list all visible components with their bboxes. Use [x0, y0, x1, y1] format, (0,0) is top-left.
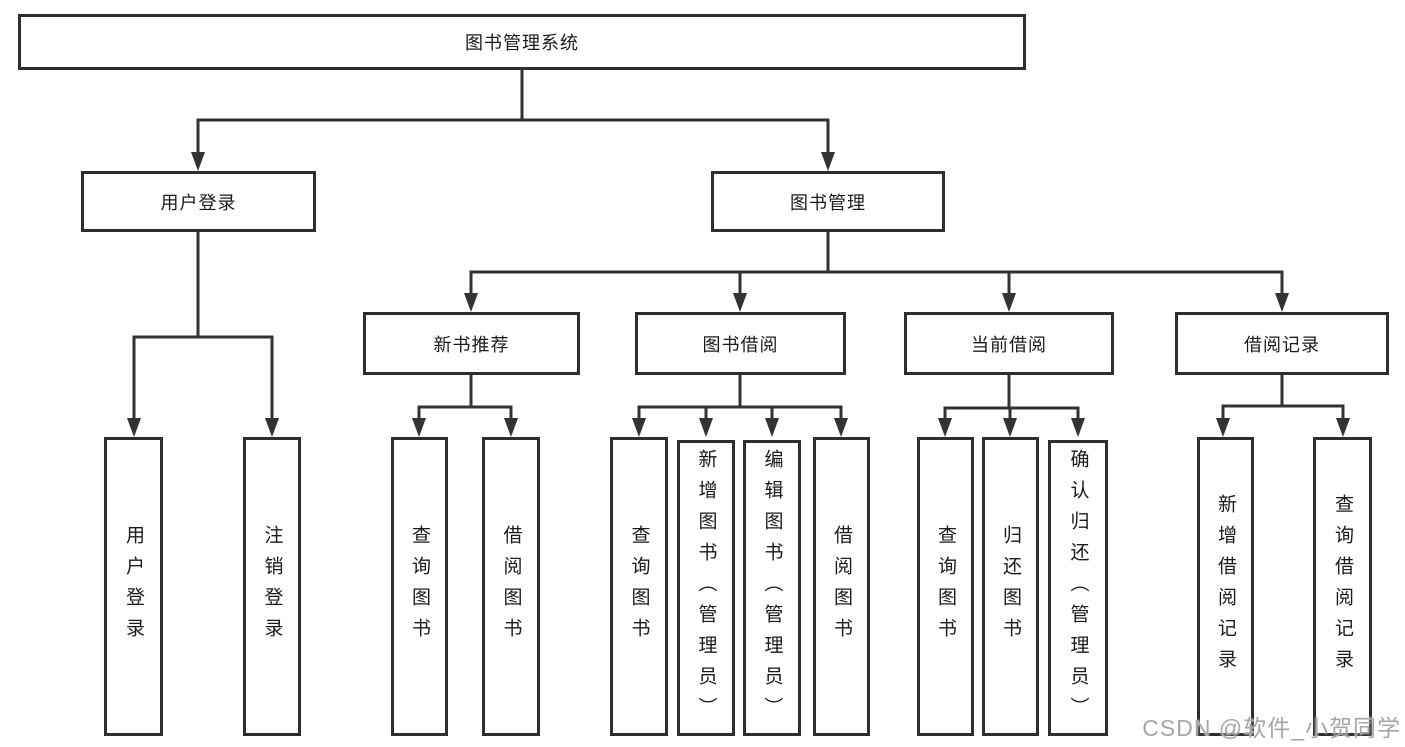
leaf-current-return-books: 归还图书: [982, 437, 1039, 736]
leaf-borrow-query-books-label: 查询图书: [628, 524, 650, 649]
node-book-borrowing-label: 图书借阅: [702, 334, 779, 355]
leaf-borrow-edit-books-admin-label: 编辑图书（管理员）: [761, 448, 783, 728]
leaf-recommend-query-books: 查询图书: [391, 437, 448, 736]
connector-path: [132, 70, 1345, 421]
leaf-user-login-label: 用户登录: [123, 524, 144, 649]
node-new-book-recommend-label: 新书推荐: [433, 334, 510, 355]
leaf-borrow-borrow-books: 借阅图书: [813, 437, 870, 736]
leaf-borrow-add-books-admin: 新增图书（管理员）: [677, 440, 735, 736]
leaf-borrow-query-books: 查询图书: [610, 437, 668, 736]
node-new-book-recommend: 新书推荐: [363, 312, 580, 375]
node-book-management: 图书管理: [711, 171, 945, 232]
leaf-records-add-record-label: 新增借阅记录: [1215, 493, 1236, 680]
node-user-login: 用户登录: [81, 171, 316, 232]
leaf-current-return-books-label: 归还图书: [1000, 524, 1021, 649]
node-borrowing-records-label: 借阅记录: [1244, 334, 1320, 355]
leaf-recommend-borrow-books: 借阅图书: [482, 437, 540, 736]
node-current-borrowing: 当前借阅: [904, 312, 1114, 375]
leaf-recommend-borrow-books-label: 借阅图书: [500, 524, 522, 649]
leaf-current-confirm-return-admin-label: 确认归还（管理员）: [1067, 448, 1089, 728]
leaf-records-query-record: 查询借阅记录: [1313, 437, 1372, 736]
leaf-current-query-books: 查询图书: [917, 437, 974, 736]
leaf-logout: 注销登录: [243, 437, 301, 736]
node-current-borrowing-label: 当前借阅: [971, 334, 1047, 355]
leaf-records-query-record-label: 查询借阅记录: [1332, 493, 1353, 680]
leaf-user-login: 用户登录: [104, 437, 163, 736]
node-borrowing-records: 借阅记录: [1175, 312, 1389, 375]
node-book-borrowing: 图书借阅: [635, 312, 846, 375]
leaf-records-add-record: 新增借阅记录: [1197, 437, 1254, 736]
node-book-management-label: 图书管理: [790, 192, 866, 213]
node-user-login-label: 用户登录: [160, 192, 237, 213]
leaf-recommend-query-books-label: 查询图书: [409, 524, 430, 649]
leaf-borrow-edit-books-admin: 编辑图书（管理员）: [743, 440, 801, 736]
leaf-borrow-borrow-books-label: 借阅图书: [831, 524, 852, 649]
leaf-borrow-add-books-admin-label: 新增图书（管理员）: [695, 448, 717, 728]
node-library-system-label: 图书管理系统: [465, 33, 579, 53]
arrowheads: [127, 152, 1350, 437]
leaf-current-query-books-label: 查询图书: [935, 524, 956, 649]
node-library-system: 图书管理系统: [18, 14, 1026, 70]
leaf-current-confirm-return-admin: 确认归还（管理员）: [1048, 440, 1108, 736]
leaf-logout-label: 注销登录: [261, 524, 283, 649]
watermark-text: CSDN @软件_小贺同学: [1142, 715, 1401, 741]
